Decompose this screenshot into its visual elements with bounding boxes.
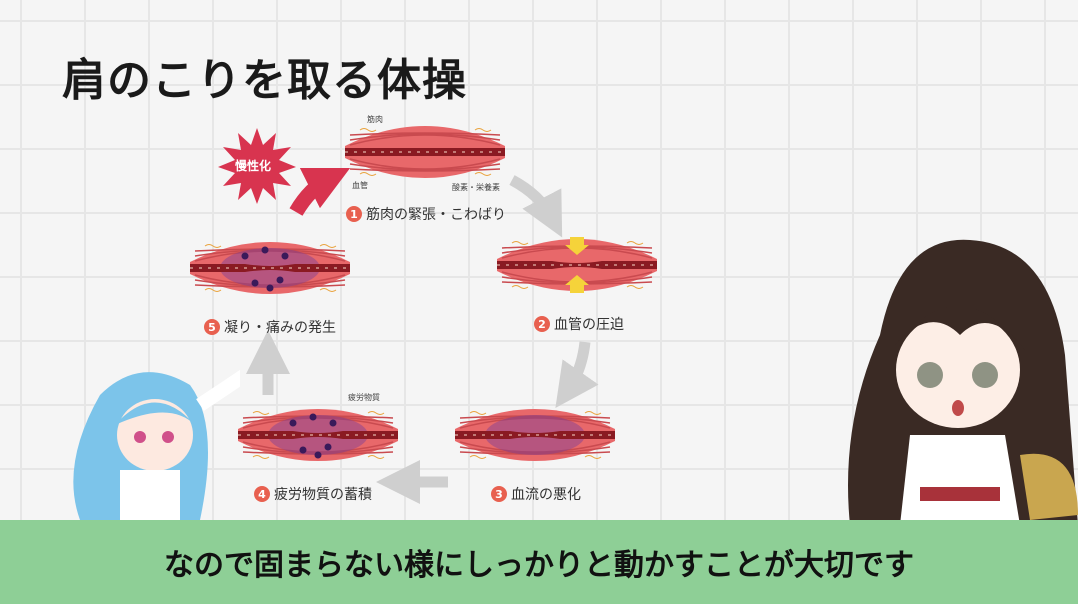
fatigue-particle — [276, 276, 284, 284]
subtitle-text: なので固まらない様にしっかりと動かすことが大切です — [164, 548, 914, 583]
fatigue-particle — [281, 252, 289, 260]
dark-hair-character — [848, 239, 1078, 525]
pressure-arrow — [565, 237, 589, 255]
arrow-2-to-3 — [555, 341, 599, 409]
fatigue-particle — [314, 451, 322, 459]
blood-vessel — [497, 261, 657, 269]
chronic-starburst — [218, 128, 296, 204]
annotation-oxygen: 酸素・栄養素 — [452, 183, 500, 192]
muscle-step-4 — [233, 395, 403, 475]
blood-vessel — [455, 431, 615, 439]
annotation-fatigue: 疲労物質 — [348, 393, 380, 402]
page-title: 肩のこりを取る体操 — [62, 55, 467, 106]
muscle-step-5 — [185, 228, 355, 308]
fatigue-particle — [309, 413, 317, 421]
blood-vessel — [190, 264, 350, 272]
annotation-vessel: 血管 — [352, 181, 368, 190]
annotation-muscle: 筋肉 — [367, 115, 383, 124]
pressure-arrow — [565, 275, 589, 293]
arrow-1-to-2 — [509, 175, 563, 238]
subtitle-banner: なので固まらない様にしっかりと動かすことが大切です — [0, 520, 1078, 604]
muscle-step-3 — [450, 395, 620, 475]
blood-vessel — [345, 148, 505, 156]
chronic-label: 慢性化 — [235, 159, 272, 173]
fatigue-particle — [329, 419, 337, 427]
fatigue-particle — [266, 284, 274, 292]
fatigue-particle — [289, 419, 297, 427]
blue-hair-character — [73, 369, 240, 520]
muscle-step-2 — [492, 225, 662, 305]
fatigue-particle — [241, 252, 249, 260]
fatigue-particle — [324, 443, 332, 451]
muscle-step-1 — [340, 112, 510, 192]
fatigue-particle — [261, 246, 269, 254]
arrow-5-to-1 — [289, 167, 351, 216]
fatigue-particle — [299, 446, 307, 454]
blood-vessel — [238, 431, 398, 439]
fatigue-particle — [251, 279, 259, 287]
